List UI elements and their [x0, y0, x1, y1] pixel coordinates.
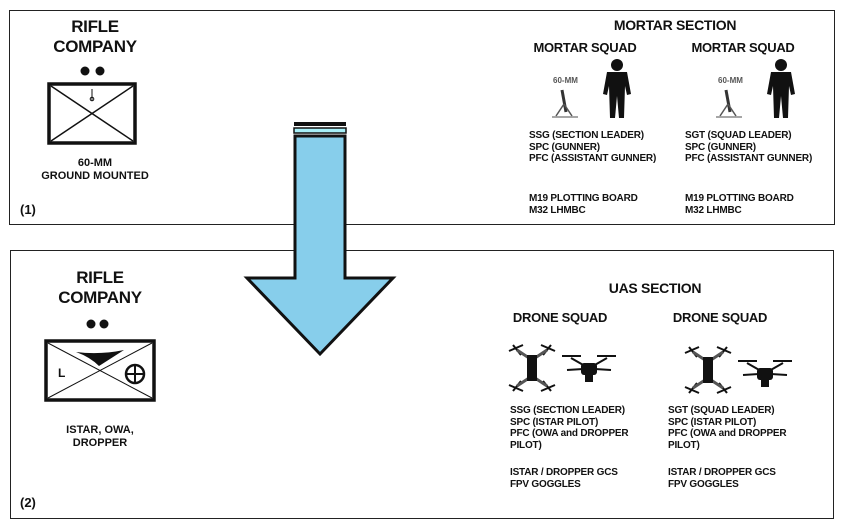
panel-label: (2): [20, 495, 36, 510]
section-title: MORTAR SECTION: [613, 17, 737, 33]
equipment-list: ISTAR / DROPPER GCS FPV GOGGLES: [668, 467, 776, 490]
personnel-list: SGT (SQUAD LEADER) SPC (GUNNER) PFC (ASS…: [685, 130, 812, 165]
equipment-item: M19 PLOTTING BOARD: [529, 193, 638, 204]
squad-title: DRONE SQUAD: [672, 310, 768, 325]
squad-title: DRONE SQUAD: [512, 310, 608, 325]
personnel-list: SSG (SECTION LEADER) SPC (GUNNER) PFC (A…: [529, 130, 656, 165]
symbol-letter: L: [58, 366, 66, 380]
equipment-item: ISTAR / DROPPER GCS: [510, 467, 618, 478]
personnel-item: SGT (SQUAD LEADER): [668, 405, 775, 416]
personnel-item: PFC (OWA and DROPPER: [668, 428, 787, 439]
hexacopter-icon: [738, 360, 792, 387]
panel-label: (1): [20, 202, 36, 217]
equipment-item: FPV GOGGLES: [668, 478, 739, 490]
personnel-item: SPC (GUNNER): [685, 141, 756, 153]
caption-line1: 60-MM: [77, 157, 113, 169]
section-title: UAS SECTION: [608, 280, 702, 296]
transition-arrow-icon: [243, 122, 397, 357]
squad-title: MORTAR SQUAD: [691, 40, 795, 55]
equipment-item: M32 LHMBC: [529, 204, 586, 216]
equipment-list: M19 PLOTTING BOARD M32 LHMBC: [685, 193, 794, 216]
personnel-item: PFC (ASSISTANT GUNNER): [529, 153, 657, 164]
soldier-icon: [603, 59, 631, 118]
quadcopter-icon: [508, 344, 556, 392]
caption-line2: DROPPER: [72, 437, 128, 449]
quadcopter-icon: [684, 346, 732, 394]
equipment-item: FPV GOGGLES: [510, 478, 581, 490]
personnel-item: SPC (ISTAR PILOT): [510, 416, 599, 428]
squad-title: MORTAR SQUAD: [533, 40, 637, 55]
equipment-list: M19 PLOTTING BOARD M32 LHMBC: [529, 193, 638, 216]
mortar-unit-symbol-icon: [47, 66, 137, 145]
panel-current-mortar: [9, 10, 835, 225]
uas-unit-symbol-icon: [44, 319, 156, 402]
personnel-list: SGT (SQUAD LEADER) SPC (ISTAR PILOT) PFC…: [668, 405, 787, 451]
hexacopter-icon: [562, 355, 616, 382]
personnel-item: PFC (ASSISTANT GUNNER): [685, 153, 813, 164]
equipment-item: ISTAR / DROPPER GCS: [668, 467, 776, 478]
personnel-list: SSG (SECTION LEADER) SPC (ISTAR PILOT) P…: [510, 405, 629, 451]
unit-title-line1: RIFLE: [71, 17, 119, 36]
equipment-list: ISTAR / DROPPER GCS FPV GOGGLES: [510, 467, 618, 490]
personnel-item: PILOT): [510, 439, 542, 451]
unit-title-line1: RIFLE: [76, 268, 124, 287]
unit-title-line2: COMPANY: [53, 37, 137, 56]
equipment-item: M19 PLOTTING BOARD: [685, 193, 794, 204]
caption-line2: GROUND MOUNTED: [41, 170, 149, 182]
equipment-item: M32 LHMBC: [685, 204, 742, 216]
personnel-item: SGT (SQUAD LEADER): [685, 130, 792, 141]
weapon-label: 60-MM: [718, 76, 743, 85]
personnel-item: SSG (SECTION LEADER): [510, 405, 625, 416]
unit-title-line2: COMPANY: [58, 288, 142, 307]
weapon-label: 60-MM: [553, 76, 578, 85]
personnel-item: SPC (ISTAR PILOT): [668, 416, 757, 428]
personnel-item: PFC (OWA and DROPPER: [510, 428, 629, 439]
personnel-item: SPC (GUNNER): [529, 141, 600, 153]
personnel-item: PILOT): [668, 439, 700, 451]
personnel-item: SSG (SECTION LEADER): [529, 130, 644, 141]
soldier-icon: [767, 59, 795, 118]
mortar-icon: [552, 89, 578, 118]
mortar-icon: [716, 89, 742, 118]
caption-line1: ISTAR, OWA,: [66, 424, 134, 436]
